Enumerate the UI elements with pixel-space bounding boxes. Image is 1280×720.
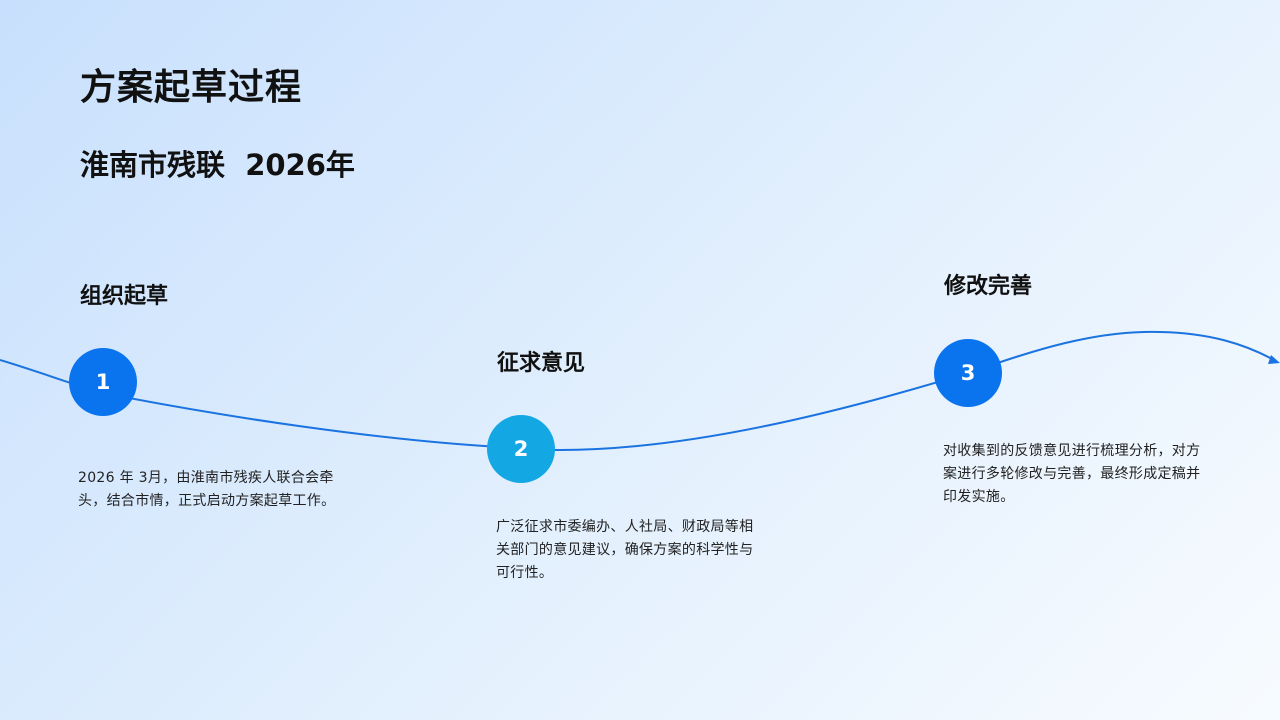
timeline-arrowhead — [1268, 355, 1280, 364]
step-description-3: 对收集到的反馈意见进行梳理分析，对方案进行多轮修改与完善，最终形成定稿并印发实施… — [943, 443, 1201, 505]
step-marker-3: 3 — [934, 339, 1002, 407]
step-marker-2: 2 — [487, 415, 555, 483]
step-description-2: 广泛征求市委编办、人社局、财政局等相关部门的意见建议，确保方案的科学性与可行性。 — [496, 519, 754, 581]
page-title: 方案起草过程 — [80, 67, 303, 108]
step-title-organize-drafting: 组织起草 — [80, 284, 169, 309]
step-title-revise-improve: 修改完善 — [944, 274, 1033, 299]
step-description-1: 2026 年 3月，由淮南市残疾人联合会牵头，结合市情，正式启动方案起草工作。 — [78, 470, 336, 509]
step-title-solicit-opinions: 征求意见 — [497, 351, 586, 376]
step-marker-1: 1 — [69, 348, 137, 416]
page-subtitle: 淮南市残联 2026年 — [80, 148, 355, 182]
timeline-path — [0, 330, 1277, 452]
